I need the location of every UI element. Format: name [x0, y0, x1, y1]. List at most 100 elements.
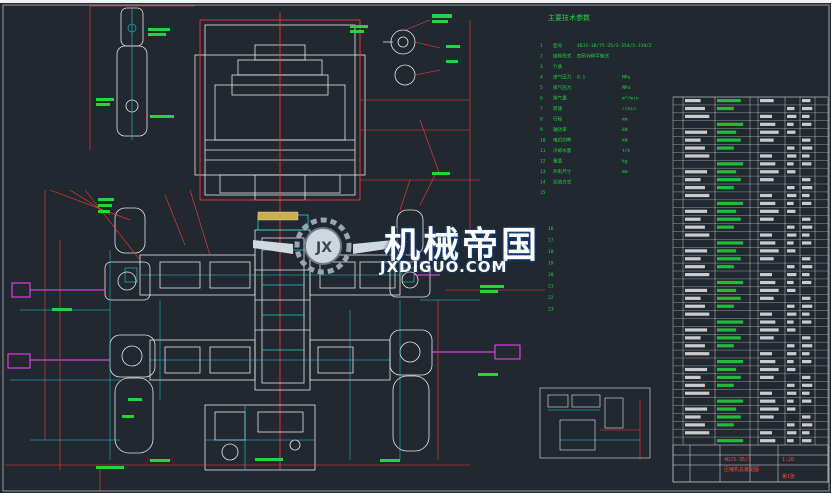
bom-cell	[760, 162, 776, 166]
red-leader-lines	[5, 5, 545, 490]
title-block-drawing-name: 压缩机总装配图	[724, 466, 759, 473]
bom-cell	[787, 320, 794, 324]
bom-cell	[802, 439, 812, 443]
spec-lower-row-no: 23	[548, 307, 554, 313]
bom-cell	[760, 99, 774, 103]
bom-cell	[760, 352, 772, 356]
bom-cell	[760, 360, 776, 364]
spec-row-no: 3	[540, 64, 543, 70]
valve-red-leaders	[404, 19, 441, 76]
bom-cell	[787, 122, 794, 126]
title-block-sheet: 第1张	[782, 473, 795, 480]
bom-cell	[717, 288, 737, 293]
bom-cell	[717, 280, 744, 285]
bom-cell	[802, 296, 811, 300]
bom-cell	[760, 257, 774, 261]
bom-cell	[685, 265, 705, 269]
bom-cell	[760, 415, 774, 419]
title-block	[672, 444, 829, 483]
bom-cell	[802, 312, 810, 316]
bom-cell	[787, 225, 795, 229]
drawing-border	[2, 4, 830, 492]
spec-row-name: 排气量	[553, 95, 567, 102]
lube-unit-cyan	[205, 405, 315, 470]
bom-cell	[685, 296, 701, 300]
bom-cell	[685, 423, 705, 427]
bom-cell	[717, 375, 741, 380]
cylinder-cyan-details	[124, 267, 415, 361]
bom-cell	[685, 375, 701, 380]
bom-cell	[685, 114, 710, 119]
svg-text:JX: JX	[315, 240, 332, 256]
bom-cell	[760, 367, 779, 372]
bom-cell	[787, 209, 796, 213]
bom-cell	[787, 114, 797, 119]
bom-cell	[787, 399, 794, 403]
spec-row-unit: r/min	[622, 106, 636, 112]
bom-cell	[787, 201, 794, 206]
title-block-drawing-no: 4DJ3-35/3	[724, 457, 751, 463]
bom-cell	[685, 99, 701, 103]
bom-cell	[802, 336, 811, 340]
bom-cell	[685, 336, 701, 340]
bom-cell	[760, 296, 774, 300]
bom-cell	[787, 162, 794, 166]
bom-cell	[802, 431, 810, 435]
bom-cell	[802, 217, 811, 221]
spec-row-name: 电机功率	[553, 137, 572, 144]
spec-row-unit: kW	[622, 138, 628, 144]
top-vessel-cyan	[127, 8, 137, 140]
bom-cell	[717, 249, 737, 253]
bom-cell	[685, 257, 701, 261]
title-block-scale: 1:20	[782, 457, 794, 463]
spec-row-name: 轴功率	[553, 126, 567, 133]
spec-lower-row-no: 20	[548, 272, 554, 278]
bom-cell	[787, 304, 795, 308]
spec-row-no: 2	[540, 54, 543, 60]
bom-cell	[802, 360, 812, 364]
spec-row-unit: m³/min	[622, 96, 639, 102]
spec-lower-row-no: 19	[548, 261, 554, 267]
bom-cell	[685, 225, 705, 229]
crank-block	[254, 229, 311, 391]
bom-cell	[717, 209, 737, 213]
bom-cell	[760, 209, 779, 213]
bom-cell	[685, 233, 710, 237]
bom-cell	[685, 178, 701, 182]
bom-cell	[717, 106, 734, 111]
bom-cell	[787, 193, 797, 198]
bom-cell	[760, 407, 779, 411]
bom-cell	[685, 209, 708, 213]
bom-cell	[685, 146, 705, 150]
bom-cell	[802, 273, 810, 277]
bom-cell	[802, 375, 811, 380]
spec-row-no: 12	[540, 159, 546, 165]
bom-cell	[717, 415, 741, 419]
bom-cell	[787, 360, 794, 364]
spec-row-unit: t/h	[622, 148, 631, 154]
bom-cell	[802, 320, 812, 324]
bom-cell	[760, 178, 774, 182]
valve-detail	[383, 29, 416, 86]
green-annotations	[52, 14, 504, 469]
lube-schematic-cyan	[548, 409, 640, 441]
bom-cell	[685, 288, 708, 293]
spec-row-no: 6	[540, 96, 543, 102]
spec-row-name: 介质	[553, 63, 563, 70]
bom-cell	[802, 257, 811, 261]
bom-cell	[787, 154, 797, 158]
bom-cell	[717, 320, 744, 324]
bom-cell	[787, 431, 797, 435]
spec-lower-row-no: 16	[548, 226, 554, 232]
bom-cell	[802, 423, 813, 427]
spec-row-no: 14	[540, 180, 546, 186]
bom-cell	[787, 170, 796, 174]
bom-cell	[717, 336, 741, 340]
bom-cell	[787, 407, 796, 411]
bom-cell	[802, 122, 812, 126]
bom-cell	[802, 162, 812, 166]
bom-cell	[717, 439, 744, 443]
spec-row-no: 9	[540, 127, 543, 133]
